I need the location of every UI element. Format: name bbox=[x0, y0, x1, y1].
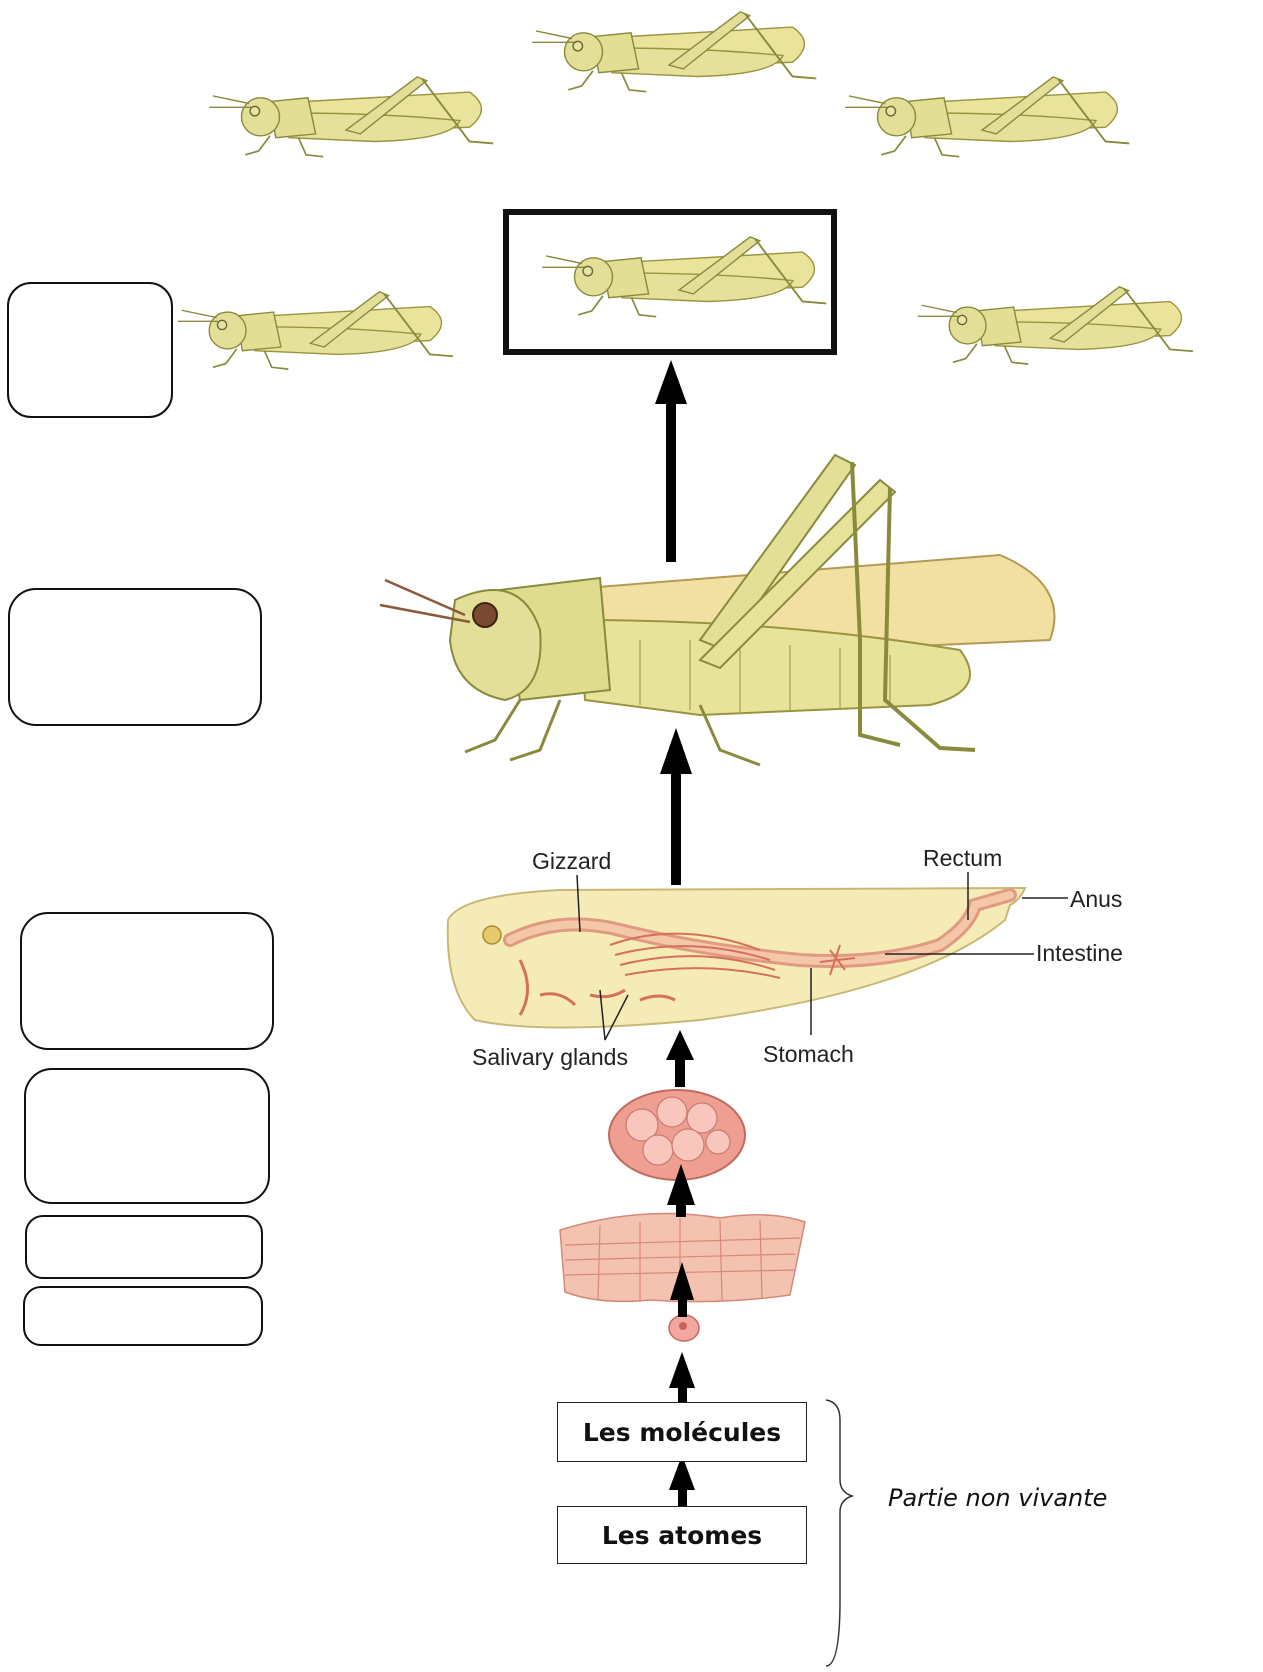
arrow-molecules-to-cell bbox=[669, 1352, 695, 1407]
cell-illustration bbox=[669, 1315, 699, 1341]
population-grasshopper-4 bbox=[178, 292, 453, 369]
cell-box[interactable] bbox=[23, 1286, 263, 1346]
tissue-box[interactable] bbox=[25, 1215, 263, 1279]
non-living-part-note: Partie non vivante bbox=[888, 1484, 1107, 1512]
population-box[interactable] bbox=[7, 282, 173, 418]
arrow-system-to-organism bbox=[660, 728, 692, 885]
intestine-label: Intestine bbox=[1036, 940, 1123, 967]
arrow-organ-to-system bbox=[666, 1030, 694, 1087]
anus-label: Anus bbox=[1070, 886, 1122, 913]
salivary-glands-label: Salivary glands bbox=[472, 1044, 628, 1071]
organism-grasshopper bbox=[380, 455, 1054, 765]
organism-box[interactable] bbox=[8, 588, 262, 726]
stomach-label: Stomach bbox=[763, 1041, 854, 1068]
organ-system-box[interactable] bbox=[20, 912, 274, 1050]
arrow-individual-to-population bbox=[655, 360, 687, 562]
population-grasshopper-3 bbox=[845, 77, 1129, 157]
population-grasshopper-1 bbox=[532, 12, 816, 92]
digestive-system bbox=[448, 872, 1068, 1040]
molecules-box[interactable]: Les molécules bbox=[557, 1402, 807, 1462]
organ-box[interactable] bbox=[24, 1068, 270, 1204]
gizzard-label: Gizzard bbox=[532, 848, 611, 875]
arrow-atoms-to-molecules bbox=[669, 1455, 695, 1506]
non-living-bracket bbox=[826, 1400, 852, 1666]
population-grasshopper-6 bbox=[918, 287, 1193, 364]
organ-illustration bbox=[609, 1090, 745, 1180]
population-grasshopper-5 bbox=[542, 237, 826, 317]
rectum-label: Rectum bbox=[923, 845, 1002, 872]
population-grasshopper-2 bbox=[209, 77, 493, 157]
atoms-box[interactable]: Les atomes bbox=[557, 1506, 807, 1564]
